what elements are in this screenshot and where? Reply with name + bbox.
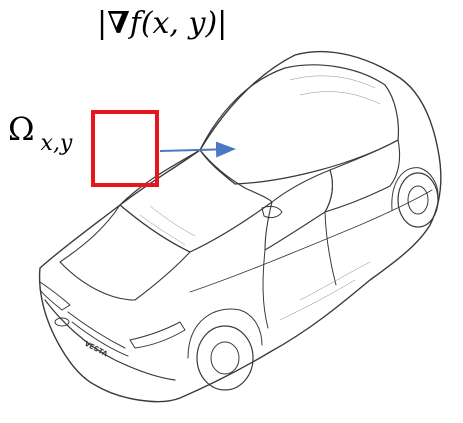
car-side-window-front <box>265 170 332 250</box>
car-windshield <box>120 150 272 252</box>
car-side-crease <box>190 190 432 292</box>
car-headlight-right <box>130 322 185 348</box>
car-roof <box>200 65 398 184</box>
car-headlight-left <box>40 282 70 310</box>
gradient-arrow <box>160 149 234 151</box>
car-side-window-rear <box>325 140 400 212</box>
gradient-magnitude-label: |∇f(x, y)| <box>97 6 227 41</box>
omega-symbol: Ω <box>8 110 35 148</box>
nabla-symbol: ∇ <box>107 6 130 41</box>
car-rear-wheel <box>398 173 438 227</box>
analysis-window-box <box>93 112 157 185</box>
abs-open: | <box>97 6 107 41</box>
function-name: f <box>130 6 141 41</box>
car-hood <box>60 205 190 300</box>
omega-subscript: x,y <box>41 131 73 156</box>
car-door-line-rear <box>325 212 336 285</box>
car-front-wheel <box>197 326 253 390</box>
car-sketch-shading <box>140 76 380 320</box>
car-badge: VESTA <box>83 340 109 359</box>
car-rear-hub <box>408 186 428 214</box>
function-args: (x, y) <box>141 6 217 41</box>
car-front-wheel-arch <box>188 309 262 358</box>
car-front-hub <box>211 342 239 374</box>
abs-close: | <box>217 6 227 41</box>
car-side-mirror <box>262 206 282 217</box>
car-door-line-front <box>263 250 268 328</box>
